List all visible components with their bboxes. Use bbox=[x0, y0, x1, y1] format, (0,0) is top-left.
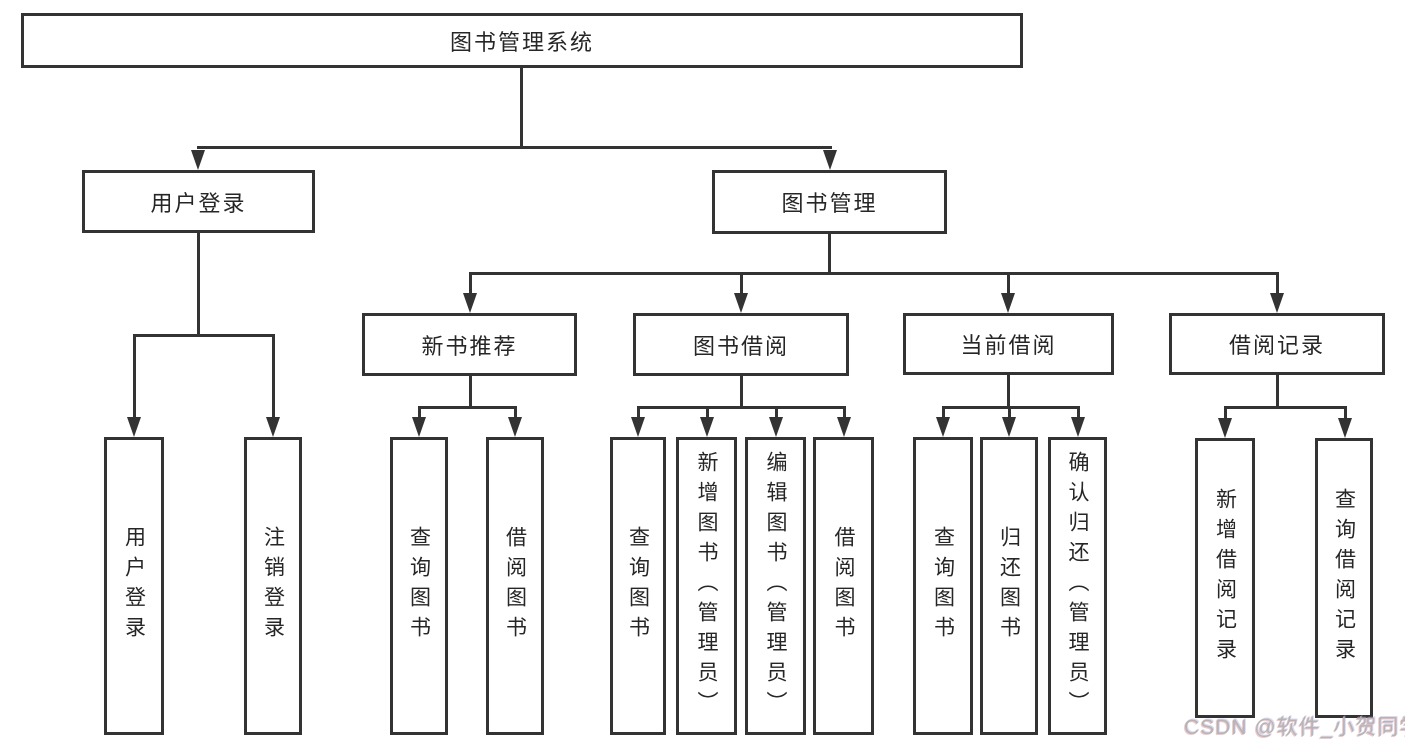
leaf-user-login: 用户登录 bbox=[104, 437, 164, 735]
leaf-label: 新增图书（管理员） bbox=[695, 451, 719, 721]
connector-line bbox=[418, 406, 421, 420]
leaf-return-books: 归还图书 bbox=[980, 437, 1038, 735]
connector-line bbox=[197, 233, 200, 336]
leaf-query-books-borrow: 查询图书 bbox=[610, 437, 666, 735]
node-current-borrow: 当前借阅 bbox=[903, 313, 1114, 375]
leaf-label: 用户登录 bbox=[122, 526, 146, 646]
arrowhead-down-icon bbox=[1001, 293, 1015, 313]
connector-line bbox=[418, 406, 517, 409]
connector-line bbox=[775, 406, 778, 420]
node-root-system: 图书管理系统 bbox=[21, 13, 1023, 68]
arrowhead-down-icon bbox=[837, 417, 851, 437]
leaf-borrow-books: 借阅图书 bbox=[813, 437, 874, 735]
node-book-borrow: 图书借阅 bbox=[633, 313, 849, 376]
connector-line bbox=[1007, 375, 1010, 409]
node-label: 图书管理系统 bbox=[449, 29, 594, 55]
connector-line bbox=[197, 146, 832, 149]
node-user-login: 用户登录 bbox=[82, 170, 315, 233]
leaf-label: 借阅图书 bbox=[832, 526, 856, 646]
leaf-query-borrow-record: 查询借阅记录 bbox=[1315, 438, 1373, 718]
node-label: 图书管理 bbox=[781, 191, 878, 216]
connector-line bbox=[469, 376, 472, 409]
connector-line bbox=[133, 334, 136, 420]
csdn-watermark: CSDN @软件_小贺同学 bbox=[1184, 716, 1405, 739]
leaf-label: 查询借阅记录 bbox=[1332, 488, 1356, 668]
leaf-add-books-admin: 新增图书（管理员） bbox=[676, 437, 737, 735]
leaf-label: 确认归还（管理员） bbox=[1066, 451, 1090, 721]
arrowhead-down-icon bbox=[412, 417, 426, 437]
leaf-label: 注销登录 bbox=[261, 526, 285, 646]
arrowhead-down-icon bbox=[191, 150, 205, 170]
node-new-book-recommend: 新书推荐 bbox=[362, 313, 577, 376]
leaf-logout: 注销登录 bbox=[244, 437, 302, 735]
arrowhead-down-icon bbox=[1338, 418, 1352, 438]
leaf-confirm-return-admin: 确认归还（管理员） bbox=[1048, 437, 1107, 735]
connector-line bbox=[843, 406, 846, 420]
connector-line bbox=[706, 406, 709, 420]
connector-line bbox=[469, 272, 1278, 275]
arrowhead-down-icon bbox=[734, 293, 748, 313]
connector-line bbox=[740, 272, 743, 296]
leaf-label: 新增借阅记录 bbox=[1213, 488, 1237, 668]
leaf-add-borrow-record: 新增借阅记录 bbox=[1195, 438, 1255, 718]
node-borrow-records: 借阅记录 bbox=[1169, 313, 1385, 375]
arrowhead-down-icon bbox=[769, 417, 783, 437]
node-label: 当前借阅 bbox=[960, 333, 1057, 358]
connector-line bbox=[469, 272, 472, 296]
connector-line bbox=[514, 406, 517, 420]
arrowhead-down-icon bbox=[631, 417, 645, 437]
connector-line bbox=[1276, 375, 1279, 409]
connector-line bbox=[1344, 406, 1347, 421]
connector-line bbox=[637, 406, 846, 409]
arrowhead-down-icon bbox=[936, 417, 950, 437]
arrowhead-down-icon bbox=[266, 417, 280, 437]
connector-line bbox=[1224, 406, 1346, 409]
connector-line bbox=[133, 334, 274, 337]
connector-line bbox=[1077, 406, 1080, 420]
node-label: 图书借阅 bbox=[692, 333, 789, 359]
connector-line bbox=[740, 376, 743, 409]
leaf-label: 编辑图书（管理员） bbox=[764, 451, 788, 721]
arrowhead-down-icon bbox=[1002, 417, 1016, 437]
arrowhead-down-icon bbox=[463, 293, 477, 313]
connector-line bbox=[1224, 406, 1227, 421]
connector-line bbox=[272, 334, 275, 420]
arrowhead-down-icon bbox=[1071, 417, 1085, 437]
connector-line bbox=[520, 68, 523, 148]
node-label: 借阅记录 bbox=[1228, 333, 1325, 358]
connector-line bbox=[1008, 406, 1011, 420]
arrowhead-down-icon bbox=[1218, 418, 1232, 438]
leaf-label: 查询图书 bbox=[407, 526, 431, 646]
connector-line bbox=[1007, 272, 1010, 296]
connector-line bbox=[828, 234, 831, 275]
arrowhead-down-icon bbox=[1270, 293, 1284, 313]
node-label: 新书推荐 bbox=[421, 333, 518, 359]
connector-line bbox=[1276, 272, 1279, 296]
leaf-edit-books-admin: 编辑图书（管理员） bbox=[745, 437, 806, 735]
arrowhead-down-icon bbox=[127, 417, 141, 437]
leaf-borrow-books-recommend: 借阅图书 bbox=[486, 437, 544, 735]
leaf-label: 借阅图书 bbox=[503, 526, 527, 646]
connector-line bbox=[942, 406, 945, 420]
leaf-label: 查询图书 bbox=[626, 526, 650, 646]
leaf-label: 查询图书 bbox=[931, 526, 955, 646]
arrowhead-down-icon bbox=[700, 417, 714, 437]
arrowhead-down-icon bbox=[508, 417, 522, 437]
node-book-management: 图书管理 bbox=[712, 170, 947, 234]
arrowhead-down-icon bbox=[823, 150, 837, 170]
leaf-query-books-current: 查询图书 bbox=[913, 437, 973, 735]
node-label: 用户登录 bbox=[150, 190, 247, 216]
leaf-query-books-recommend: 查询图书 bbox=[390, 437, 448, 735]
leaf-label: 归还图书 bbox=[997, 526, 1021, 646]
connector-line bbox=[637, 406, 640, 420]
